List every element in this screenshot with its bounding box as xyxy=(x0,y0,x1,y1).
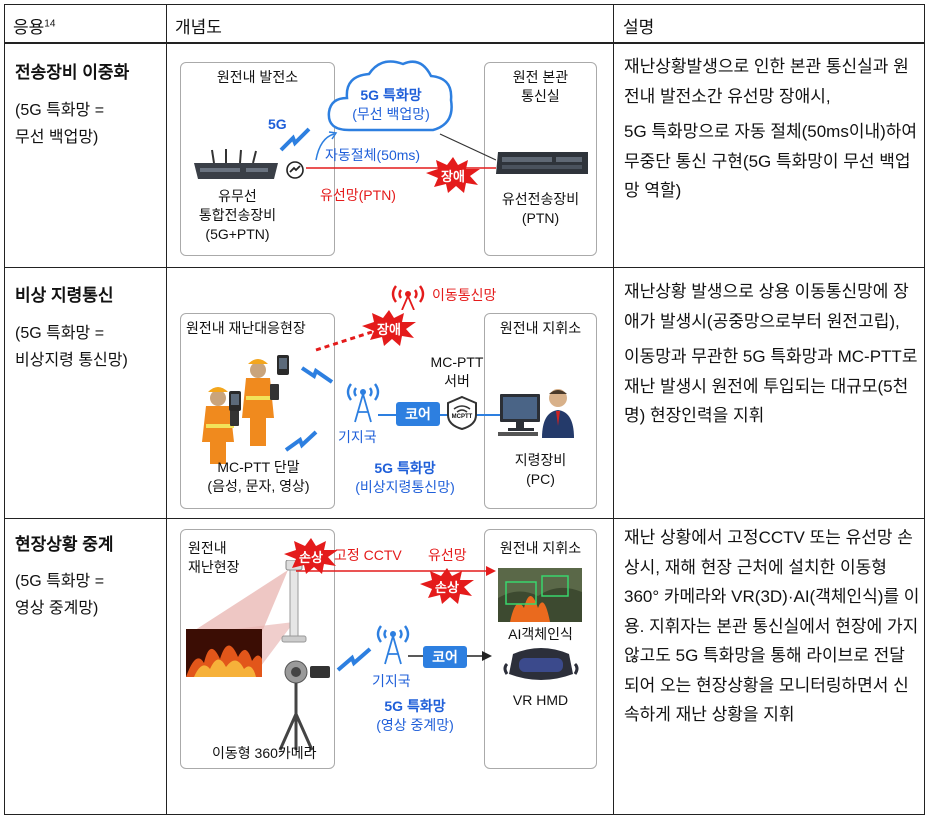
column-divider xyxy=(166,5,167,814)
wired-link-arrow xyxy=(296,562,496,580)
label-command-equipment: 지령장비(PC) xyxy=(514,452,567,487)
wireless-bolt-icon xyxy=(279,126,315,152)
mcptt-server-icon xyxy=(445,395,479,431)
box-power-plant xyxy=(180,62,335,256)
firefighters-icon xyxy=(196,356,296,466)
label-mobile-net: 이동통신망 xyxy=(432,287,497,303)
label-emergency-net: 5G 특화망 xyxy=(374,460,436,476)
label-fixed-cctv: 고정 CCTV xyxy=(334,547,402,563)
core-node: 코어 xyxy=(423,646,467,668)
application-table: 응용14 개념도 설명 전송장비 이중화 (5G 특화망 = 무선 백업망) 재… xyxy=(4,4,925,815)
label-base-station: 기지국 xyxy=(338,429,377,445)
ai-detection-image xyxy=(498,568,582,622)
fault-burst-icon: 장애 xyxy=(426,157,480,193)
row2-description: 재난상황 발생으로 상용 이동통신망에 장애가 발생시(공중망으로부터 원전고립… xyxy=(624,277,920,431)
base-station-icon xyxy=(343,380,383,424)
row1-subtitle: (5G 특화망 = 무선 백업망) xyxy=(15,97,104,151)
row3-subtitle-line: 영상 중계망) xyxy=(15,600,99,617)
label-disaster-site: 원전내 재난대응현장 xyxy=(186,320,306,336)
wireless-bolt-icon xyxy=(336,646,372,672)
description-paragraph: 재난상황 발생으로 상용 이동통신망에 장애가 발생시(공중망으로부터 원전고립… xyxy=(624,282,909,331)
row1-subtitle-line: (5G 특화망 = xyxy=(15,102,105,119)
row3-description: 재난 상황에서 고정CCTV 또는 유선망 손상시, 재해 현장 근처에 설치한… xyxy=(624,523,920,730)
row2-subtitle-line: (5G 특화망 = xyxy=(15,325,105,342)
label-wired-net: 유선망 xyxy=(428,547,467,563)
cloud-icon xyxy=(325,54,457,140)
core-node: 코어 xyxy=(396,402,440,426)
label-mcptt-terminal: MC-PTT 단말(음성, 문자, 영상) xyxy=(207,459,310,494)
label-mcptt-tag: MCPTT xyxy=(451,414,473,420)
description-paragraph: 재난상황발생으로 인한 본관 통신실과 원전내 발전소간 유선망 장애시, xyxy=(624,57,909,106)
label-5g: 5G xyxy=(268,116,287,132)
row-divider xyxy=(5,267,924,268)
fire-scene-image xyxy=(186,629,262,677)
vr-hmd-icon xyxy=(503,644,579,688)
base-station-icon xyxy=(373,622,413,666)
header-concept: 개념도 xyxy=(175,18,222,37)
label-base-station-2: 기지국 xyxy=(372,673,411,689)
wired-transmission-equipment-icon xyxy=(492,148,592,180)
column-divider xyxy=(613,5,614,814)
row2-subtitle: (5G 특화망 = 비상지령 통신망) xyxy=(15,320,128,374)
label-wired-equipment: 유선전송장비(PTN) xyxy=(501,191,580,226)
label-command-post: 원전내 지휘소 xyxy=(499,320,582,336)
description-paragraph: 재난 상황에서 고정CCTV 또는 유선망 손상시, 재해 현장 근처에 설치한… xyxy=(624,528,920,724)
label-relay-net: 5G 특화망 xyxy=(384,698,446,714)
damage-burst-icon: 손상 xyxy=(420,568,474,604)
header-divider xyxy=(5,42,924,44)
wireless-bolt-icon xyxy=(300,362,334,386)
damage-burst-icon: 손상 xyxy=(284,538,338,574)
broken-link-dashes xyxy=(314,330,374,352)
label-vr-hmd: VR HMD xyxy=(512,692,569,708)
header-description: 설명 xyxy=(623,18,655,37)
camera-360-tripod-icon xyxy=(274,646,338,752)
label-command-post-2: 원전내 지휘소 xyxy=(499,540,582,556)
integrated-transmission-equipment-icon xyxy=(190,149,282,185)
label-360-camera: 이동형 360카메라 xyxy=(212,745,317,761)
row-divider xyxy=(5,518,924,519)
phone-icon xyxy=(228,390,242,412)
label-power-plant: 원전내 발전소 xyxy=(216,69,299,85)
command-pc-icon xyxy=(496,386,576,442)
row1-title: 전송장비 이중화 xyxy=(15,63,130,82)
label-switchover: 자동절체(50ms) xyxy=(325,147,421,163)
header-application: 응용14 xyxy=(13,18,56,37)
mobile-tower-icon xyxy=(388,282,428,310)
label-ai-detection: AI객체인식 xyxy=(508,626,573,642)
row1-subtitle-line: 무선 백업망) xyxy=(15,129,99,146)
row3-subtitle-line: (5G 특화망 = xyxy=(15,573,105,590)
label-relay-net-sub: (영상 중계망) xyxy=(376,717,454,733)
description-paragraph: 5G 특화망으로 자동 절체(50ms이내)하여 무중단 통신 구현(5G 특화… xyxy=(624,122,918,200)
row2-title: 비상 지령통신 xyxy=(15,286,114,305)
phone-icon xyxy=(276,354,290,376)
cloud-label: 5G 특화망(무선 백업망) xyxy=(352,87,430,122)
fault-burst-icon: 장애 xyxy=(362,310,416,346)
wireless-bolt-icon xyxy=(284,428,318,452)
label-emergency-net-sub: (비상지령통신망) xyxy=(355,479,455,495)
description-paragraph: 이동망과 무관한 5G 특화망과 MC-PTT로 재난 발생시 원전에 투입되는… xyxy=(624,347,918,425)
label-wired-ptn: 유선망(PTN) xyxy=(320,187,396,203)
row2-subtitle-line: 비상지령 통신망) xyxy=(15,352,128,369)
switch-icon xyxy=(285,160,305,180)
row1-description: 재난상황발생으로 인한 본관 통신실과 원전내 발전소간 유선망 장애시, 5G… xyxy=(624,52,920,206)
row3-title: 현장상황 중계 xyxy=(15,535,114,554)
row3-subtitle: (5G 특화망 = 영상 중계망) xyxy=(15,568,104,622)
